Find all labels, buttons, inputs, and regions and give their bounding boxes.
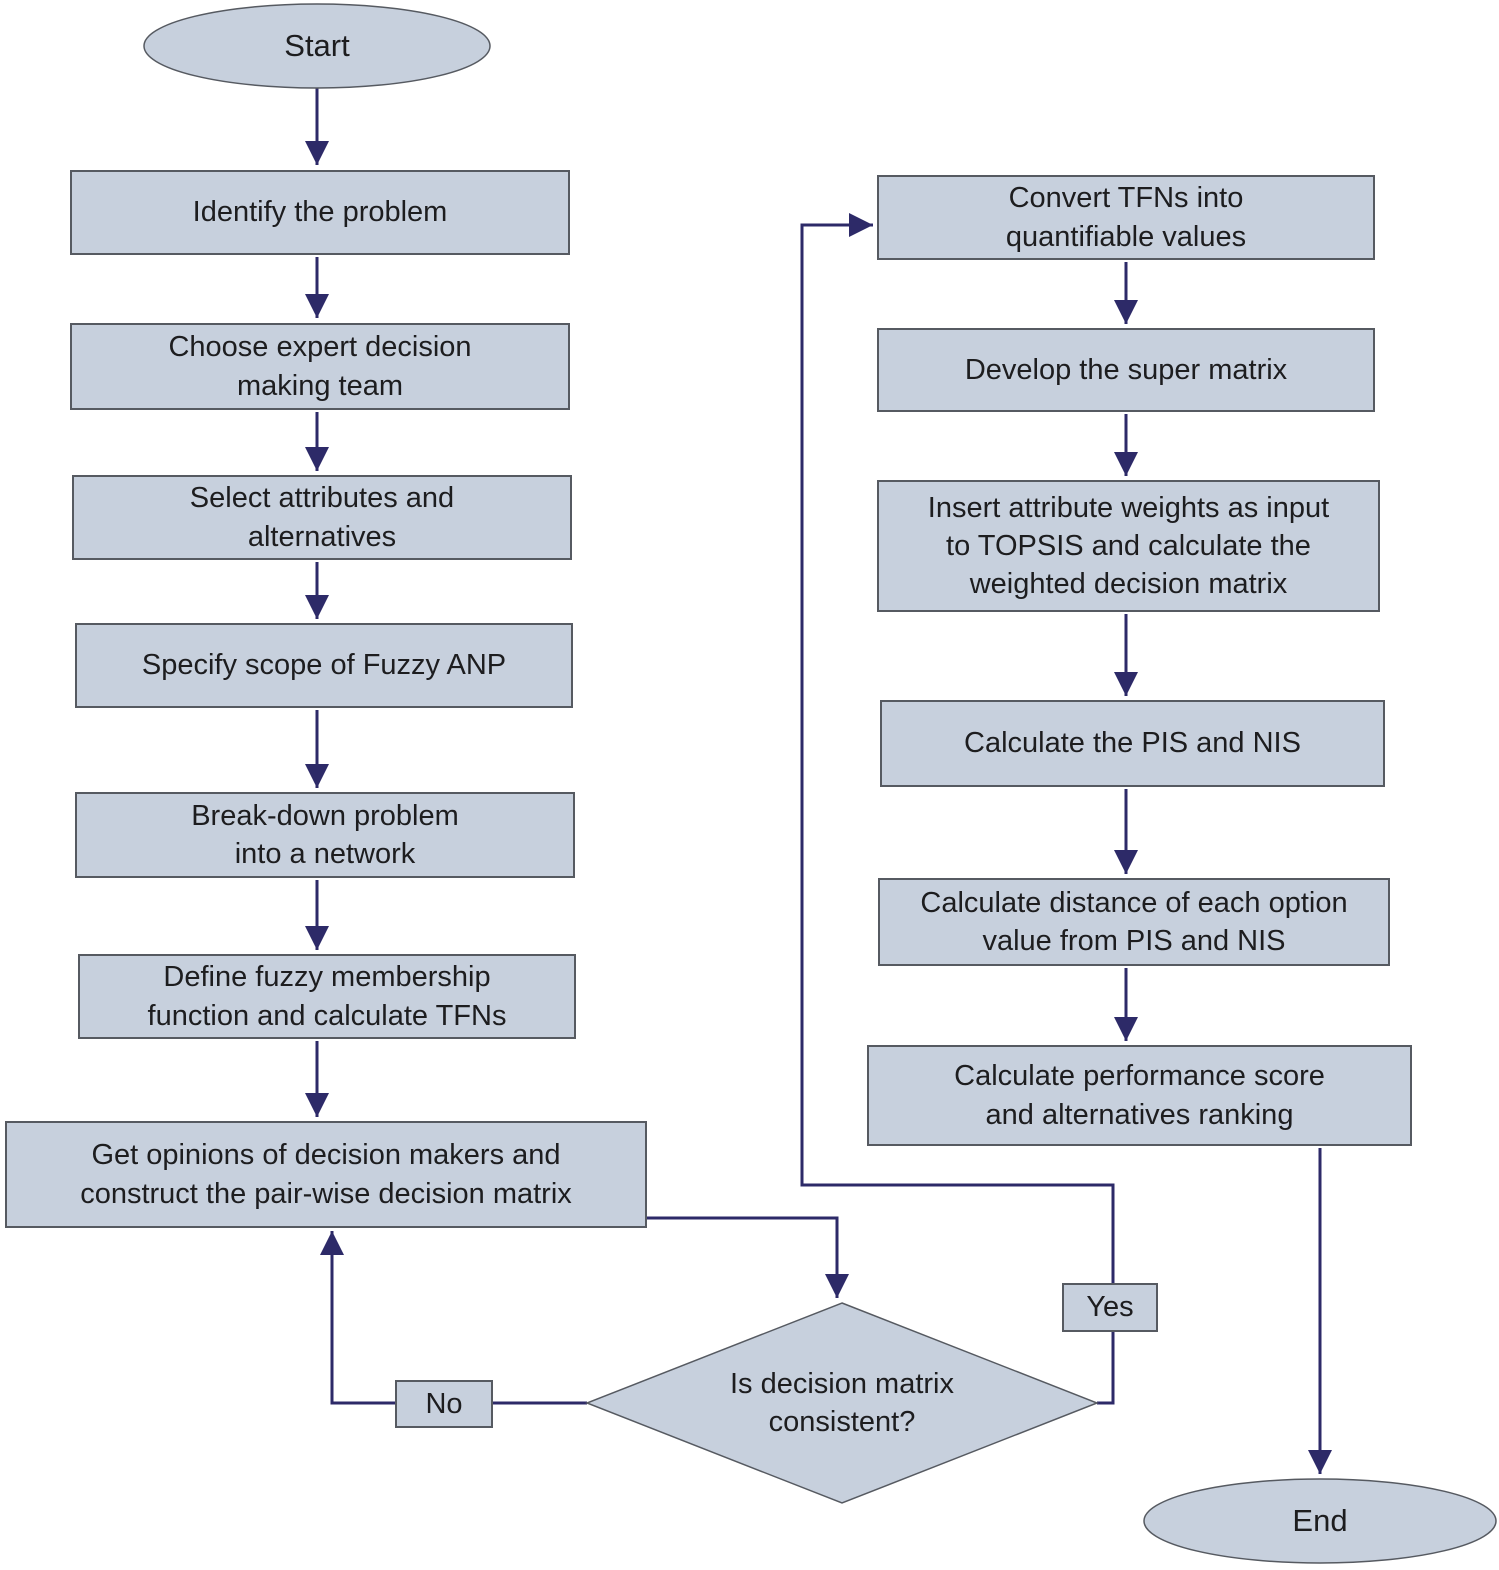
no-branch-label: No xyxy=(395,1380,493,1428)
choose-team-box: Choose expert decision making team xyxy=(70,323,570,410)
develop-super-matrix-box: Develop the super matrix xyxy=(877,328,1375,412)
calculate-pis-nis-box: Calculate the PIS and NIS xyxy=(880,700,1385,787)
specify-scope-box: Specify scope of Fuzzy ANP xyxy=(75,623,573,708)
yes-branch-label: Yes xyxy=(1062,1283,1158,1332)
connector-yes-to-convert xyxy=(800,213,1115,1405)
decision-diamond xyxy=(584,1302,1100,1504)
connector-no-loop xyxy=(320,1231,587,1405)
get-opinions-box: Get opinions of decision makers and cons… xyxy=(5,1121,647,1228)
end-ellipse xyxy=(1143,1478,1497,1564)
calculate-distance-box: Calculate distance of each option value … xyxy=(878,878,1390,966)
identify-problem-box: Identify the problem xyxy=(70,170,570,255)
calculate-performance-box: Calculate performance score and alternat… xyxy=(867,1045,1412,1146)
connector-opinions-to-decision xyxy=(647,1216,849,1298)
insert-weights-box: Insert attribute weights as input to TOP… xyxy=(877,480,1380,612)
define-fuzzy-box: Define fuzzy membership function and cal… xyxy=(78,954,576,1039)
select-attributes-box: Select attributes and alternatives xyxy=(72,475,572,560)
convert-tfns-box: Convert TFNs into quantifiable values xyxy=(877,175,1375,260)
start-ellipse xyxy=(143,3,491,89)
breakdown-problem-box: Break-down problem into a network xyxy=(75,792,575,878)
